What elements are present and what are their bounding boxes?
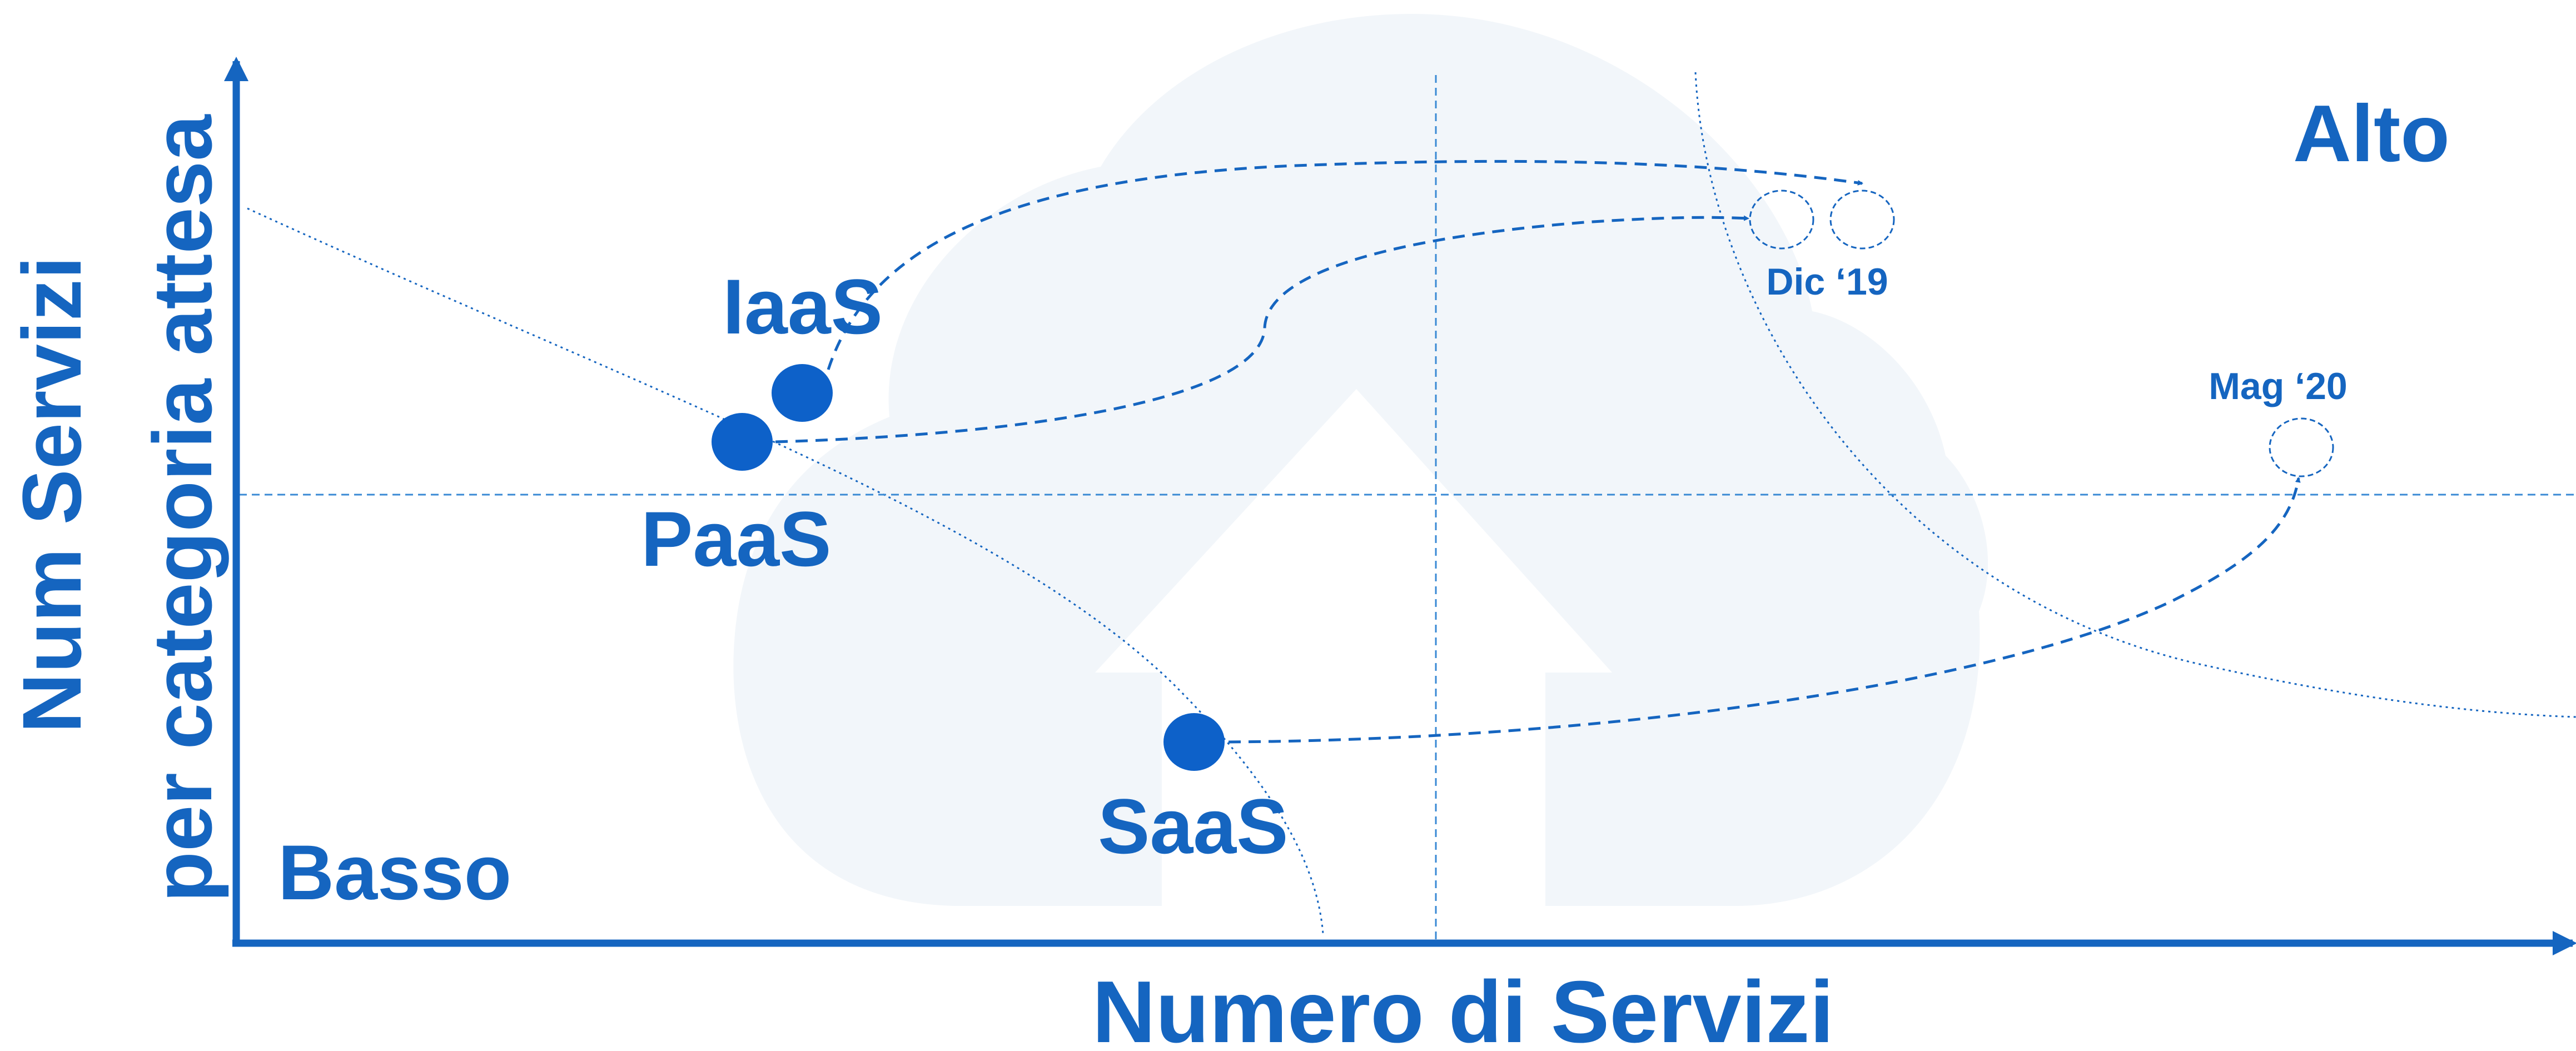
paas-point [712,413,773,471]
iaas-label: IaaS [723,263,883,350]
may20-label: Mag ‘20 [2209,365,2347,407]
iaas-point [772,364,833,422]
trend-curve-right [1694,72,2576,718]
low-label: Basso [278,829,511,916]
x-axis-label: Numero di Servizi [1092,963,1834,1048]
saas-label: SaaS [1098,783,1288,870]
saas-point [1163,713,1225,771]
dec19-target-circle-2 [1829,190,1895,250]
y-axis-label-line2: per categoria attesa [136,114,229,903]
iaas-trajectory-arrow [827,160,1863,370]
dec19-target-circle-1 [1749,190,1814,250]
cloud-upload-watermark-icon [733,14,1988,906]
saas-trajectory-arrow [1228,477,2301,744]
dec19-label: Dic ‘19 [1766,261,1888,303]
may20-target-circle [2269,417,2334,477]
trend-curve-left [247,207,1324,934]
y-axis-label-line1: Num Servizi [5,256,98,734]
paas-label: PaaS [641,495,831,582]
high-label: Alto [2293,88,2450,178]
